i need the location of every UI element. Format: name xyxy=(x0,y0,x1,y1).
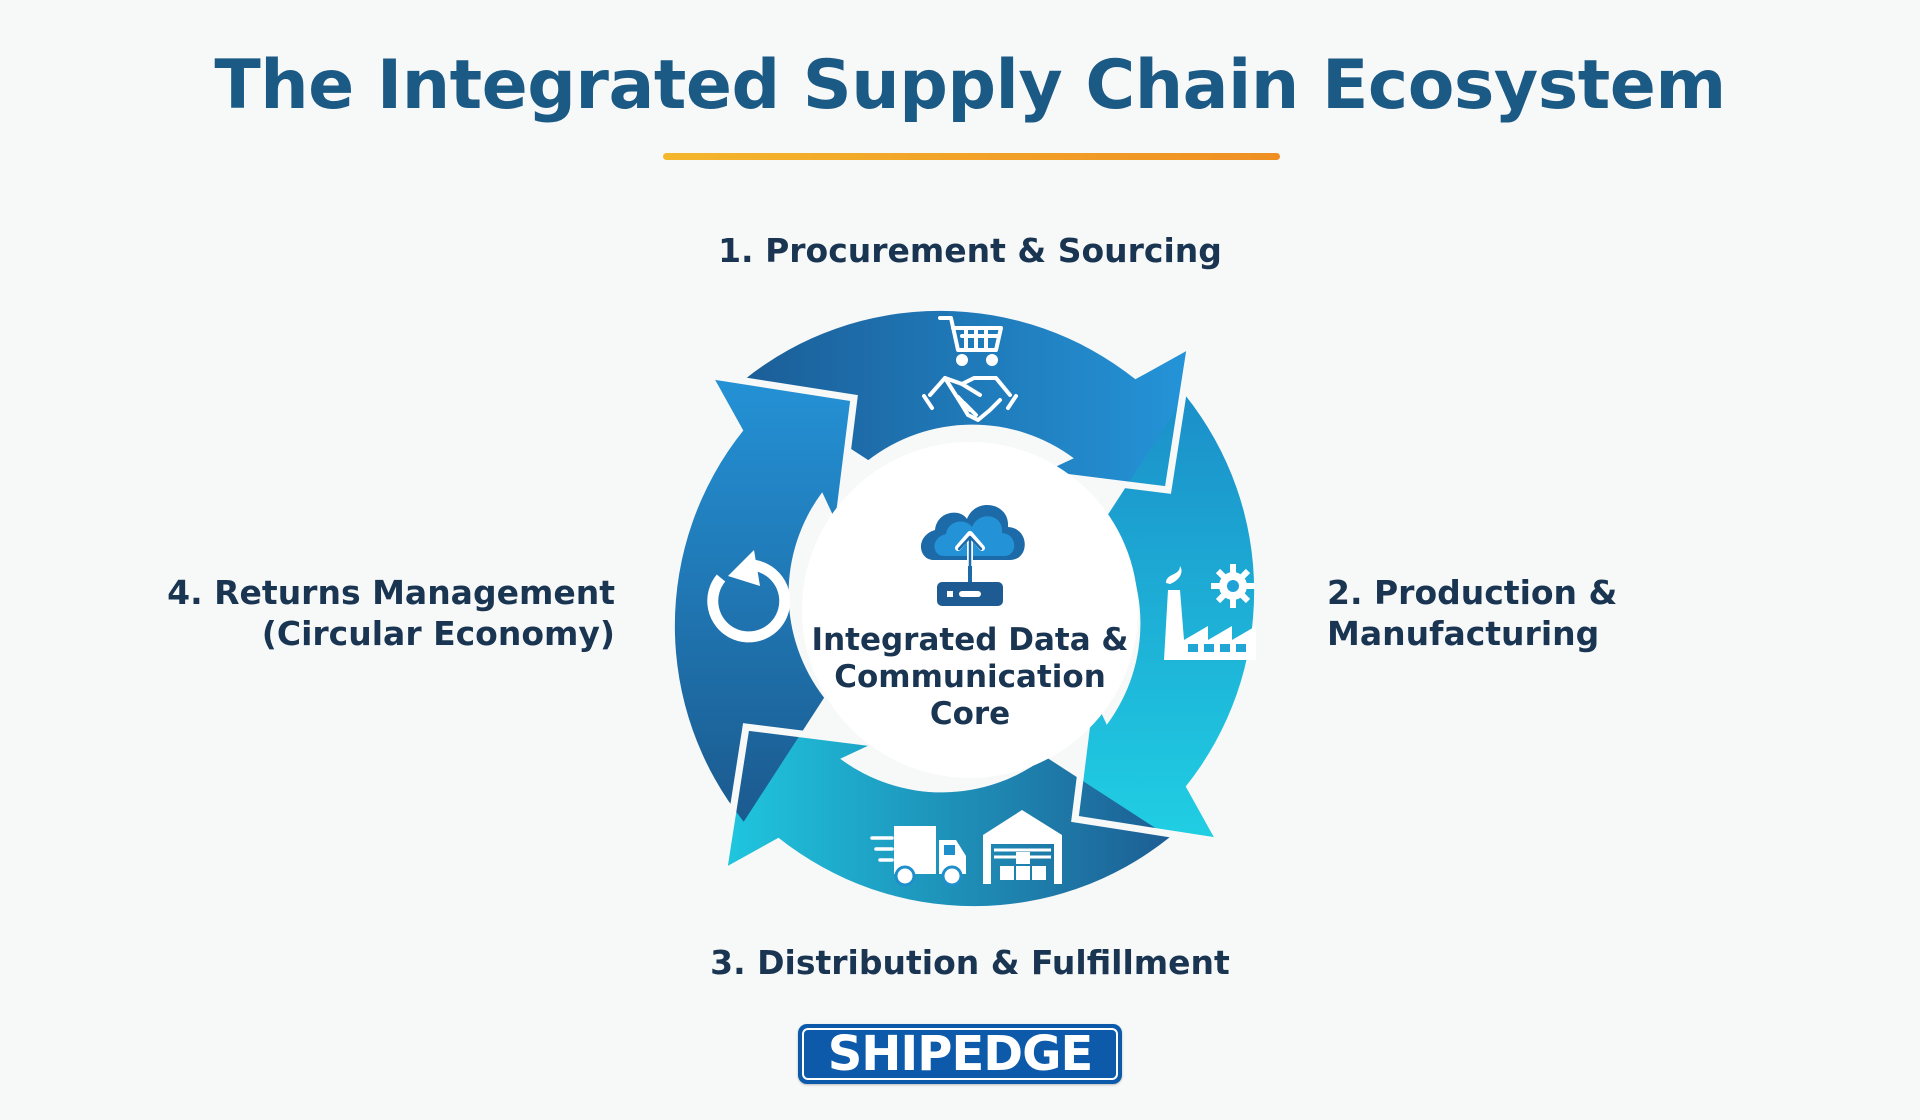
stage-label-distribution: 3. Distribution & Fulfillment xyxy=(710,943,1230,982)
factory-icon xyxy=(1164,564,1256,660)
core-label: Integrated Data & Communication Core xyxy=(811,622,1129,732)
cloud-upload-server-icon xyxy=(920,505,1025,606)
cycle-segment-production xyxy=(1075,395,1255,841)
title-underline xyxy=(663,153,1280,160)
core-circle xyxy=(802,442,1138,778)
return-arrow-icon xyxy=(707,550,791,643)
truck-warehouse-icon xyxy=(870,810,1062,887)
stage-label-procurement: 1. Procurement & Sourcing xyxy=(718,231,1222,270)
cycle-segment-procurement xyxy=(744,310,1190,490)
segment-gap-3 xyxy=(720,723,875,869)
segment-gap-4 xyxy=(712,372,858,527)
shipedge-logo: SHIPEDGE xyxy=(798,1024,1122,1084)
stage-label-returns: 4. Returns Management (Circular Economy) xyxy=(167,573,615,653)
cycle-segment-returns xyxy=(674,376,854,822)
cart-handshake-icon xyxy=(922,316,1018,422)
segment-gap-2 xyxy=(1071,690,1217,845)
page-title: The Integrated Supply Chain Ecosystem xyxy=(214,46,1726,125)
logo-text: SHIPEDGE xyxy=(827,1026,1094,1082)
stage-label-production: 2. Production & Manufacturing xyxy=(1327,573,1618,653)
logo-border xyxy=(802,1028,1118,1080)
segment-gap-1 xyxy=(1039,348,1194,494)
